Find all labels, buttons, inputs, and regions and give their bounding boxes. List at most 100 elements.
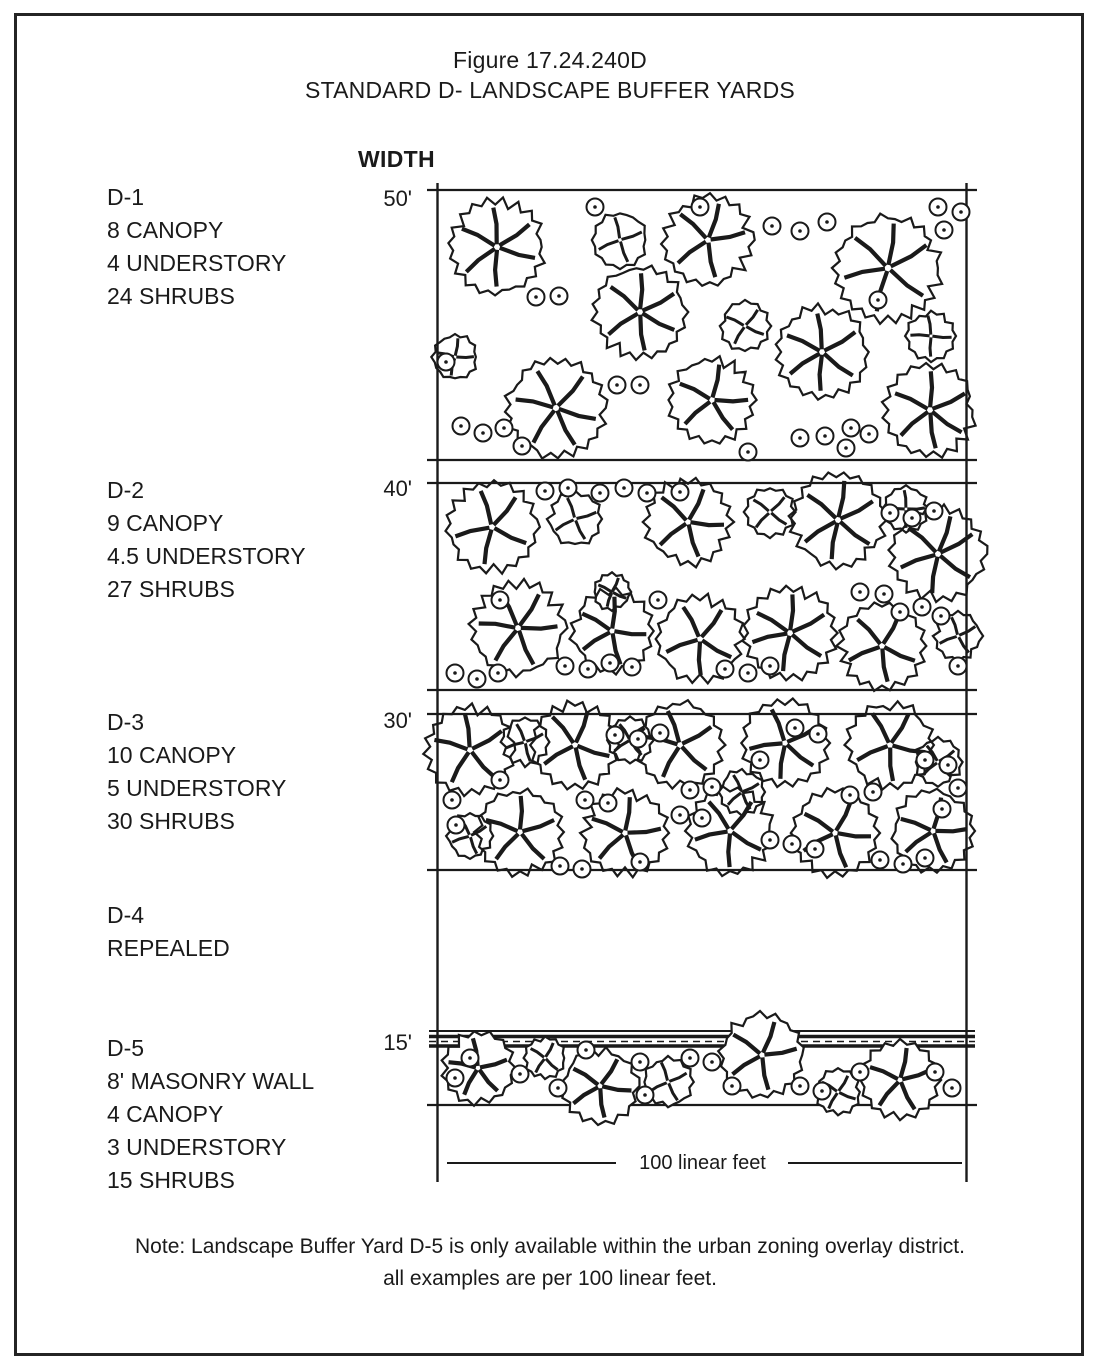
shrub-symbol — [549, 286, 569, 306]
shrub-symbol — [760, 656, 780, 676]
shrub-symbol — [490, 770, 510, 790]
shrub-symbol — [630, 852, 650, 872]
yard-label-d2: D-2 9 CANOPY 4.5 UNDERSTORY 27 SHRUBS — [107, 474, 306, 606]
plan-lines — [427, 183, 977, 1182]
canopy-tree-symbol — [787, 471, 888, 571]
shrub-symbol — [680, 780, 700, 800]
shrub-symbol — [912, 597, 932, 617]
shrub-symbol — [607, 375, 627, 395]
yard-spec: REPEALED — [107, 935, 230, 961]
figure-note-line1: Note: Landscape Buffer Yard D-5 is only … — [135, 1235, 965, 1258]
shrub-symbol — [630, 375, 650, 395]
yard-spec: 8' MASONRY WALL — [107, 1068, 315, 1094]
shrub-symbol — [932, 799, 952, 819]
understory-tree-symbol — [742, 487, 798, 540]
shrub-symbol — [670, 482, 690, 502]
understory-tree-symbol — [903, 309, 958, 364]
shrub-symbol — [890, 602, 910, 622]
shrub-symbol — [572, 859, 592, 879]
canopy-tree-symbol — [528, 699, 621, 791]
linear-feet-dimension-label: 100 linear feet — [639, 1152, 766, 1174]
shrub-symbol — [934, 220, 954, 240]
yard-spec: 4 UNDERSTORY — [107, 250, 287, 276]
yard-spec: 30 SHRUBS — [107, 808, 235, 834]
canopy-tree-symbol — [659, 191, 756, 288]
understory-tree-symbol — [590, 212, 647, 271]
figure-number: Figure 17.24.240D — [453, 47, 647, 73]
shrub-symbol — [512, 436, 532, 456]
shrub-symbol — [637, 483, 657, 503]
shrub-symbol — [558, 478, 578, 498]
shrub-symbol — [555, 656, 575, 676]
shrub-symbol — [942, 1078, 962, 1098]
shrub-symbol — [925, 1062, 945, 1082]
canopy-tree-symbol — [472, 787, 566, 879]
shrub-symbol — [460, 1048, 480, 1068]
shrub-symbol — [915, 750, 935, 770]
shrub-symbol — [948, 778, 968, 798]
understory-tree-symbol — [643, 1054, 696, 1109]
shrub-symbol — [445, 663, 465, 683]
shrub-symbol — [648, 590, 668, 610]
shrub-symbol — [893, 854, 913, 874]
shrub-symbol — [548, 1078, 568, 1098]
shrub-symbol — [805, 839, 825, 859]
shrub-symbol — [600, 653, 620, 673]
width-value-d5: 15' — [383, 1030, 412, 1055]
shrub-symbol — [938, 755, 958, 775]
canopy-tree-symbol — [789, 786, 882, 880]
shrub-symbol — [494, 418, 514, 438]
shrub-symbol — [446, 815, 466, 835]
shrub-symbol — [790, 221, 810, 241]
shrub-symbol — [488, 663, 508, 683]
yard-id: D-4 — [107, 902, 145, 928]
shrub-symbol — [473, 423, 493, 443]
shrub-symbol — [576, 1040, 596, 1060]
understory-tree-symbol — [499, 716, 551, 769]
shrub-symbol — [902, 508, 922, 528]
yard-label-d3: D-3 10 CANOPY 5 UNDERSTORY 30 SHRUBS — [107, 706, 286, 838]
yard-spec: 15 SHRUBS — [107, 1167, 235, 1193]
shrub-symbol — [578, 659, 598, 679]
yard-spec: 24 SHRUBS — [107, 283, 235, 309]
shrub-symbol — [738, 663, 758, 683]
buffer-strip-d3-graphic — [421, 696, 977, 880]
shrub-symbol — [868, 290, 888, 310]
canopy-tree-symbol — [842, 699, 936, 792]
figure-border — [14, 13, 1084, 1356]
yard-label-d5: D-5 8' MASONRY WALL 4 CANOPY 3 UNDERSTOR… — [107, 1032, 314, 1197]
shrub-symbol — [445, 1068, 465, 1088]
shrub-symbol — [614, 478, 634, 498]
shrub-symbol — [931, 606, 951, 626]
shrub-symbol — [622, 657, 642, 677]
shrub-symbol — [790, 428, 810, 448]
canopy-tree-symbol — [774, 301, 871, 402]
shrub-symbol — [850, 582, 870, 602]
shrub-symbol — [575, 790, 595, 810]
canopy-tree-symbol — [560, 1045, 641, 1127]
canopy-tree-symbol — [667, 354, 759, 445]
canopy-tree-symbol — [466, 576, 569, 679]
shrub-symbol — [605, 725, 625, 745]
shrub-symbol — [790, 1076, 810, 1096]
width-column-header: WIDTH — [358, 146, 435, 172]
shrub-symbol — [550, 856, 570, 876]
shrub-symbol — [836, 438, 856, 458]
shrub-symbol — [750, 750, 770, 770]
shrub-symbol — [590, 483, 610, 503]
canopy-tree-symbol — [859, 1037, 943, 1122]
shrub-symbol — [850, 1062, 870, 1082]
shrub-symbol — [808, 724, 828, 744]
shrub-symbol — [680, 1048, 700, 1068]
shrub-symbol — [928, 197, 948, 217]
canopy-tree-symbol — [444, 478, 542, 576]
shrub-symbol — [650, 723, 670, 743]
yard-spec: 4 CANOPY — [107, 1101, 224, 1127]
shrub-symbol — [785, 718, 805, 738]
shrub-symbol — [817, 212, 837, 232]
yard-id: D-5 — [107, 1035, 145, 1061]
understory-tree-symbol — [545, 489, 604, 546]
yard-label-d4: D-4 REPEALED — [107, 899, 230, 965]
